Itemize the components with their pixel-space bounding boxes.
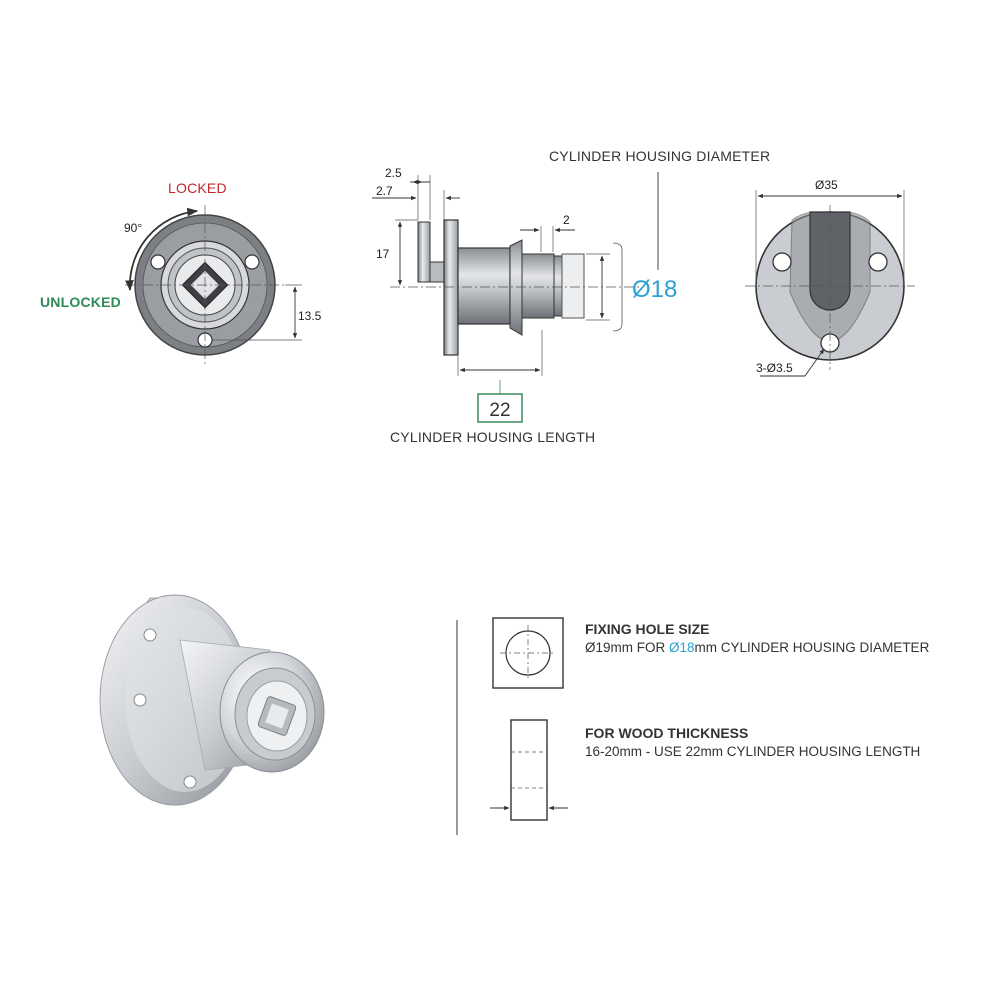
wood-thickness-text: 16-20mm - USE 22mm CYLINDER HOUSING LENG… bbox=[585, 744, 921, 759]
cam-bracket bbox=[417, 221, 431, 283]
diameter-caption: CYLINDER HOUSING DIAMETER bbox=[549, 148, 770, 164]
product-illustration bbox=[99, 594, 325, 806]
length-caption: CYLINDER HOUSING LENGTH bbox=[390, 429, 595, 445]
side-cylinder-body bbox=[457, 247, 511, 325]
dim-height: 17 bbox=[376, 247, 390, 261]
dim-holes: 3-Ø3.5 bbox=[756, 361, 793, 375]
dim-flange: Ø35 bbox=[815, 178, 838, 192]
diameter-value: Ø18 bbox=[632, 276, 677, 303]
fixing-hole-text-highlight: Ø18 bbox=[669, 640, 695, 655]
front-view: 13.5 LOCKED UNLOCKED 90° bbox=[40, 180, 322, 365]
wood-thickness-info: FOR WOOD THICKNESS 16-20mm - USE 22mm CY… bbox=[585, 724, 920, 762]
back-view: Ø35 3-Ø3.5 bbox=[745, 178, 915, 377]
length-value: 22 bbox=[489, 400, 510, 421]
length-box bbox=[477, 393, 523, 423]
fixing-hole-text-after: mm CYLINDER HOUSING DIAMETER bbox=[694, 640, 930, 655]
mount-hole-icon bbox=[244, 254, 260, 270]
dim-offset: 13.5 bbox=[298, 309, 322, 323]
fixing-hole-text: Ø19mm FOR Ø18mm CYLINDER HOUSING DIAMETE… bbox=[585, 638, 929, 658]
side-flange bbox=[443, 219, 459, 356]
rotation-arrow-icon bbox=[125, 207, 199, 292]
side-cylinder-face bbox=[561, 253, 585, 319]
mount-hole-icon bbox=[150, 254, 166, 270]
fixing-hole-text-before: Ø19mm FOR bbox=[585, 640, 670, 655]
fixing-hole-info: FIXING HOLE SIZE Ø19mm FOR Ø18mm CYLINDE… bbox=[585, 620, 929, 658]
locked-label: LOCKED bbox=[168, 180, 227, 196]
wood-thickness-title: FOR WOOD THICKNESS bbox=[585, 725, 749, 741]
unlocked-label: UNLOCKED bbox=[40, 294, 121, 310]
fixing-hole-title: FIXING HOLE SIZE bbox=[585, 621, 710, 637]
mount-hole-icon bbox=[772, 252, 792, 272]
wood-thickness-icon bbox=[490, 719, 568, 821]
dim-top-2: 2.7 bbox=[376, 184, 393, 198]
dim-top-1: 2.5 bbox=[385, 166, 402, 180]
mount-hole-icon bbox=[868, 252, 888, 272]
fixing-hole-icon bbox=[492, 617, 564, 689]
angle-label: 90° bbox=[124, 221, 142, 235]
dim-step: 2 bbox=[563, 213, 570, 227]
side-view: 2.5 2.7 17 2 CYLINDER HOUSING DIAMETER Ø… bbox=[372, 148, 770, 445]
